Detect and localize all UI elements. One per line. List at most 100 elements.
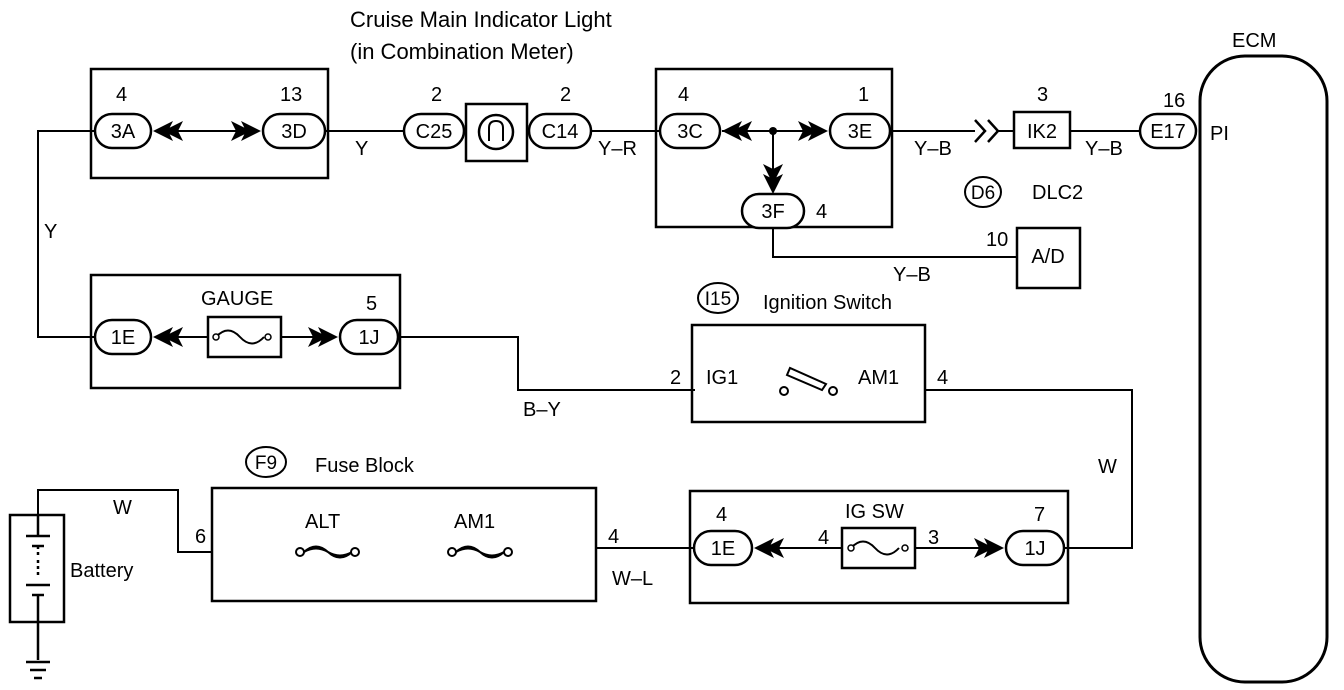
gauge-1j-pin: 5 [366, 293, 377, 315]
switch-contact [779, 386, 789, 396]
arrow-left-icon-gauge [153, 327, 183, 347]
arrow-left-icon-igsw [754, 538, 784, 558]
wire-label-y-b-dlc: Y–B [893, 264, 931, 286]
indicator-title: Cruise Main Indicator Light [350, 7, 612, 32]
wire-y-b-dlc [772, 228, 1017, 258]
ecm-pin-number: 16 [1163, 90, 1185, 112]
fuse-am1-icon [455, 545, 505, 559]
connector-3c-label: 3C [677, 121, 703, 143]
ignition-name: Ignition Switch [763, 292, 892, 314]
arrow-left-icon [153, 121, 183, 141]
igsw-fuse-right-pin: 3 [928, 527, 939, 549]
connector-1e-gauge-label: 1E [111, 327, 135, 349]
dlc2-id: D6 [971, 183, 995, 204]
igsw-1j-pin: 7 [1034, 504, 1045, 526]
fuseblock-right-pin: 4 [608, 526, 619, 548]
fuseblock-id-circle [245, 446, 287, 478]
fuse-terminal [295, 547, 305, 557]
gauge-fuse-icon [215, 329, 265, 345]
connector-c14-label: C14 [542, 121, 579, 143]
c14-pin: 2 [560, 84, 571, 106]
connector-1e-gauge [93, 318, 153, 356]
junction-block-top-left [89, 67, 330, 180]
dlc2-label: A/D [1031, 246, 1064, 268]
connector-1j-igsw-label: 1J [1024, 538, 1045, 560]
ignition-ig1-pin: 2 [670, 367, 681, 389]
ignition-switch-box [690, 323, 927, 424]
ik2-pin: 3 [1037, 84, 1048, 106]
indicator-light-box [464, 102, 529, 163]
wire-label-b-y: B–Y [523, 399, 561, 421]
connector-3d-label: 3D [281, 121, 307, 143]
wire-label-y-r: Y–R [598, 138, 637, 160]
connector-3c [658, 112, 722, 150]
ignition-am1-pin: 4 [937, 367, 948, 389]
arrow-right-icon-gauge [308, 327, 338, 347]
wire-label-y-left: Y [44, 221, 57, 243]
arrow-down-icon-3f [763, 164, 783, 194]
wire-label-w-battery: W [113, 497, 132, 519]
wire-label-w-l: W–L [612, 568, 653, 590]
fuse-am1-label: AM1 [454, 511, 495, 533]
arrow-left-icon-3c [722, 121, 752, 141]
fuseblock-id: F9 [255, 453, 277, 474]
connector-3f-label: 3F [761, 201, 784, 223]
bulb-icon [477, 113, 515, 151]
connector-1j-igsw [1004, 529, 1066, 567]
fuse-terminal [503, 547, 513, 557]
fuse-block-box [210, 486, 598, 603]
junction-3f-pin: 4 [816, 201, 827, 223]
igsw-1e-pin: 4 [716, 504, 727, 526]
ignition-id-circle [697, 282, 739, 314]
junction-3d-pin: 13 [280, 84, 302, 106]
fuse-alt-icon [303, 545, 353, 559]
wire-w-right [925, 389, 1133, 549]
fuse-terminal [264, 333, 272, 341]
dlc2-name: DLC2 [1032, 182, 1083, 204]
connector-3e-label: 3E [848, 121, 872, 143]
c25-pin: 2 [431, 84, 442, 106]
fuse-terminal [901, 544, 909, 552]
battery-label: Battery [70, 560, 133, 582]
ecm-terminal-label: PI [1210, 123, 1229, 145]
fuse-terminal [350, 547, 360, 557]
connector-1j-gauge-label: 1J [358, 327, 379, 349]
connector-c25 [402, 112, 466, 150]
wire-b-y [398, 336, 695, 391]
fuse-alt-label: ALT [305, 511, 340, 533]
igsw-fuse-label: IG SW [845, 501, 904, 523]
fuse-terminal [212, 333, 220, 341]
switch-lever-icon [785, 366, 828, 392]
wire-label-y-b-2: Y–B [1085, 138, 1123, 160]
wire-label-y-b-1: Y–B [914, 138, 952, 160]
gauge-fuse-box [206, 315, 283, 359]
igsw-fuse-left-pin: 4 [818, 527, 829, 549]
dlc2-id-circle [964, 176, 1002, 208]
ecm-connector-label: E17 [1150, 121, 1186, 143]
ignition-am1-term: AM1 [858, 367, 899, 389]
fuseblock-name: Fuse Block [315, 455, 415, 477]
igsw-fuse-icon [850, 540, 900, 556]
switch-contact [828, 386, 838, 396]
ground-icon [26, 660, 50, 680]
ignition-ig1-term: IG1 [706, 367, 738, 389]
dlc2-box [1015, 226, 1082, 290]
wire-label-w-right: W [1098, 456, 1117, 478]
connector-1e-igsw-label: 1E [711, 538, 735, 560]
ecm-label: ECM [1232, 30, 1276, 52]
bulb-filament-icon [488, 119, 504, 141]
ignition-id: I15 [705, 289, 731, 310]
connector-3a-label: 3A [111, 121, 136, 143]
indicator-subtitle: (in Combination Meter) [350, 39, 574, 64]
arrow-right-icon-igsw [974, 538, 1004, 558]
gauge-fuse-label: GAUGE [201, 288, 273, 310]
dlc2-pin: 10 [986, 229, 1008, 251]
junction-3a-pin: 4 [116, 84, 127, 106]
gauge-junction-block [89, 273, 402, 390]
connector-ik2-label: IK2 [1027, 121, 1057, 143]
fuse-terminal [847, 544, 855, 552]
wire-label-y-top: Y [355, 138, 368, 160]
in-line-connector-icon [974, 119, 1000, 143]
battery-icon [26, 515, 50, 660]
